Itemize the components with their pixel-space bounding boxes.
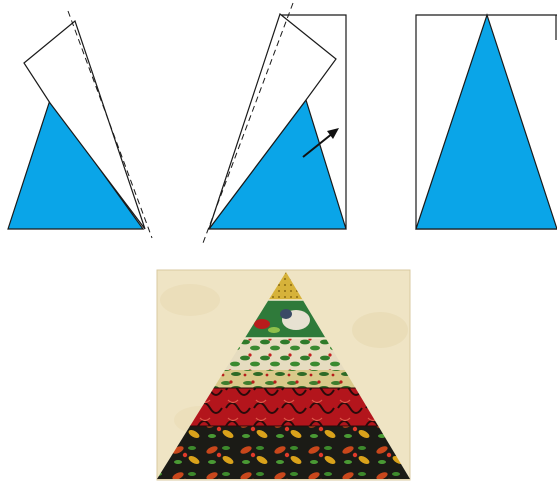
step-3-blue-triangle	[416, 15, 557, 229]
step-2-panel	[203, 3, 346, 243]
finished-quilt-block	[150, 270, 420, 480]
step-3-panel	[416, 15, 557, 229]
step-1-panel	[8, 11, 152, 238]
strip-black-floral	[150, 426, 420, 480]
